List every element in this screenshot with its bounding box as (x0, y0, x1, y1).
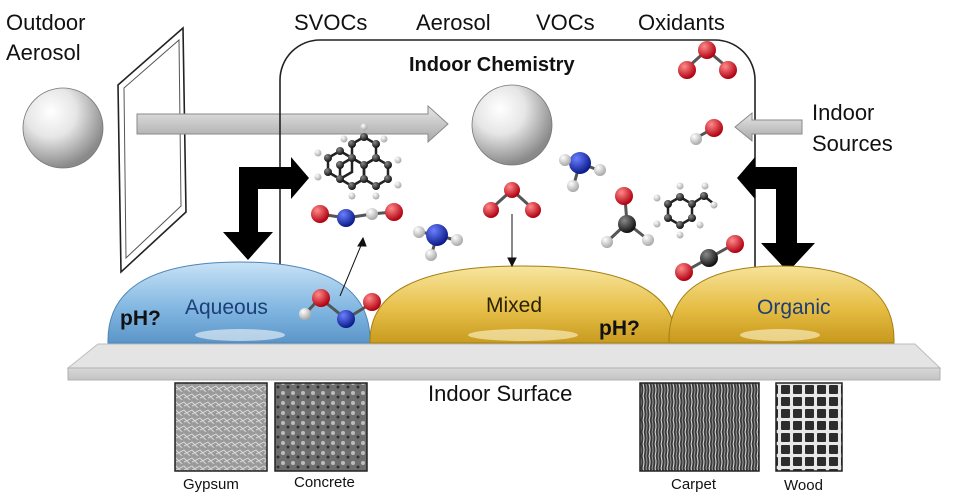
outdoor-aerosol-label-2: Aerosol (6, 40, 81, 65)
toluene-molecule (653, 182, 718, 239)
formaldehyde-molecule (601, 187, 654, 248)
carpet-micrograph (639, 382, 760, 472)
svocs-label: SVOCs (294, 10, 368, 35)
concrete-caption: Concrete (294, 474, 355, 491)
organic-highlight (740, 329, 820, 341)
oxidants-label: Oxidants (638, 10, 725, 35)
nitrous-acid-surface-molecule (299, 289, 381, 328)
gypsum-caption: Gypsum (183, 476, 239, 493)
ammonia-molecule-right (559, 152, 606, 192)
outdoor-aerosol-label-1: Outdoor (6, 10, 86, 35)
organic-droplet (668, 265, 895, 344)
indoor-aerosol-sphere (471, 84, 553, 166)
left-exchange-arrows (223, 157, 309, 260)
indoor-sources-arrow (734, 111, 803, 143)
ph-label-aqueous: pH? (120, 307, 161, 330)
indoor-sources-label-2: Sources (812, 131, 893, 156)
organic-label: Organic (757, 296, 831, 319)
carpet-caption: Carpet (671, 476, 717, 493)
mixed-label: Mixed (486, 294, 543, 317)
ozone-molecule-middle (483, 182, 541, 218)
mixed-droplet (369, 265, 677, 344)
infiltration-arrow (136, 104, 449, 144)
indoor-surface-label: Indoor Surface (428, 381, 573, 406)
indoor-chemistry-title: Indoor Chemistry (409, 54, 575, 76)
right-exchange-arrows (737, 157, 815, 272)
window-pane (117, 26, 187, 274)
ph-label-mixed: pH? (599, 317, 640, 340)
ozone-molecule-top (678, 41, 737, 79)
outdoor-aerosol-sphere (22, 87, 104, 169)
aqueous-label: Aqueous (185, 296, 268, 319)
concrete-micrograph (274, 382, 368, 472)
gypsum-micrograph (174, 382, 268, 472)
aqueous-highlight (195, 329, 285, 341)
wood-caption: Wood (784, 477, 823, 494)
nitrous-acid-molecule (311, 203, 403, 227)
pah-molecule (314, 123, 402, 200)
indoor-surface-shelf (66, 343, 942, 381)
vocs-label: VOCs (536, 10, 595, 35)
aerosol-label: Aerosol (416, 10, 491, 35)
indoor-sources-label-1: Indoor (812, 100, 875, 125)
carbon-dioxide-molecule (675, 235, 744, 281)
mixed-highlight (468, 329, 578, 341)
ammonia-molecule-left (413, 224, 463, 261)
hydroxyl-molecule (690, 119, 723, 145)
wood-micrograph (775, 382, 843, 472)
reaction-arrows (339, 214, 517, 297)
